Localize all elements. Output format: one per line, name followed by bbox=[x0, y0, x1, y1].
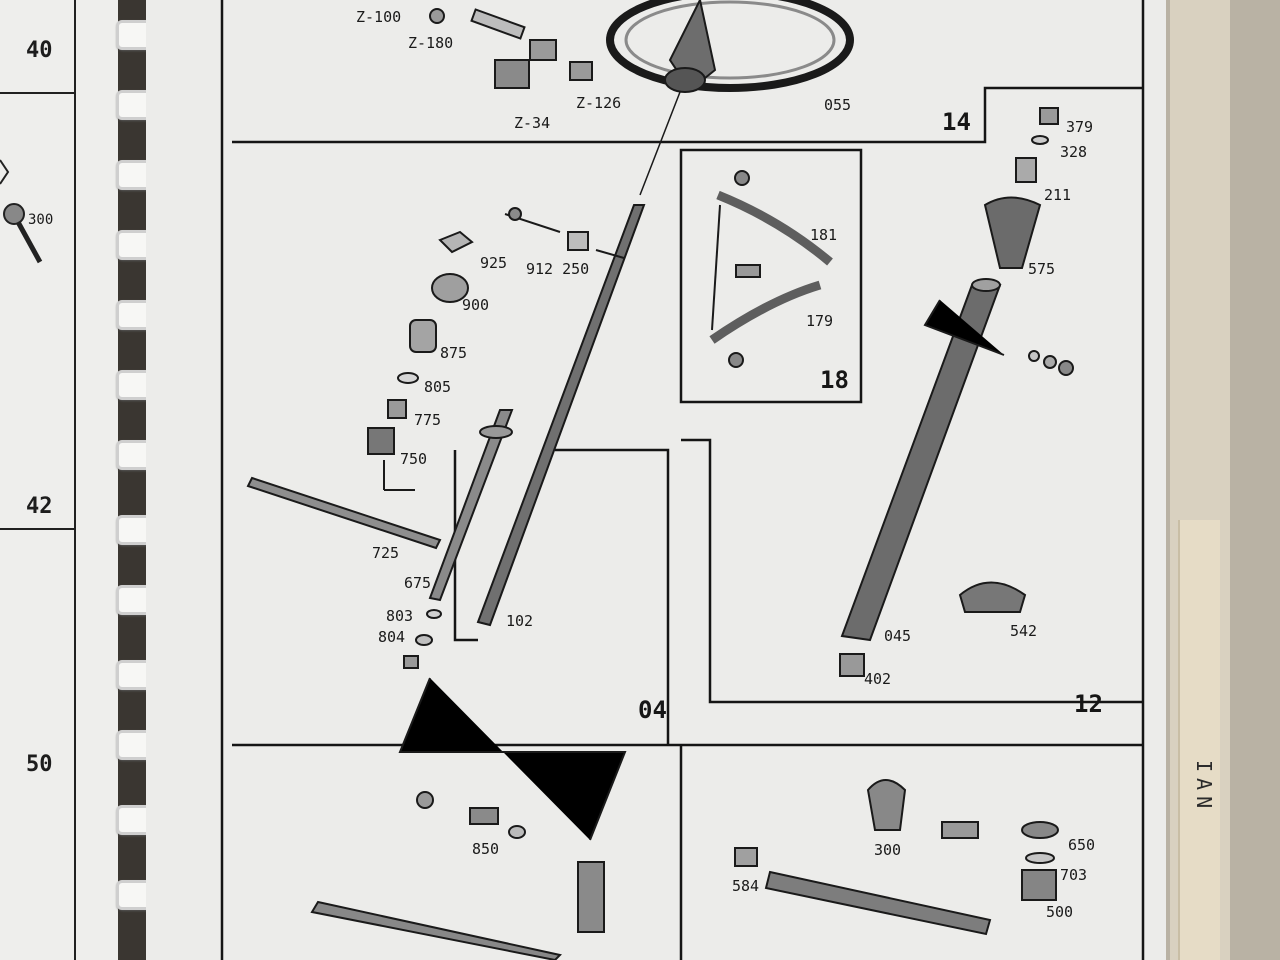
steering-wheel-drawing bbox=[606, 0, 854, 196]
part-label: 912 250 bbox=[526, 260, 590, 278]
left-callout-label: 300 bbox=[28, 212, 54, 228]
part-label: 750 bbox=[400, 450, 428, 468]
part-label: 402 bbox=[864, 670, 892, 688]
part-label: 211 bbox=[1044, 186, 1072, 204]
part-label: 775 bbox=[414, 411, 442, 429]
part-label: 850 bbox=[472, 840, 500, 858]
section-number-18: 18 bbox=[820, 366, 849, 394]
part-label: Z-34 bbox=[514, 114, 551, 132]
left-section-number: 40 bbox=[26, 38, 53, 63]
part-label: Z-100 bbox=[356, 8, 402, 26]
parts-catalog-page bbox=[146, 0, 1166, 960]
part-label: 500 bbox=[1046, 903, 1074, 921]
part-label: 584 bbox=[732, 877, 760, 895]
left-section-number: 42 bbox=[26, 494, 53, 519]
part-label: 328 bbox=[1060, 143, 1088, 161]
binder-tab bbox=[1178, 520, 1220, 960]
part-label: 542 bbox=[1010, 622, 1038, 640]
part-label: 055 bbox=[824, 96, 852, 114]
part-label: 725 bbox=[372, 544, 400, 562]
part-label: Z-180 bbox=[408, 34, 454, 52]
part-label: 181 bbox=[810, 226, 838, 244]
section-number-04: 04 bbox=[638, 696, 667, 724]
part-label: Z-126 bbox=[576, 94, 622, 112]
section-number-14: 14 bbox=[942, 108, 971, 136]
left-section-number: 50 bbox=[26, 752, 53, 777]
left-page-vertical-rule bbox=[74, 0, 76, 960]
part-label: 179 bbox=[806, 312, 834, 330]
part-label: 650 bbox=[1068, 836, 1096, 854]
part-label: 805 bbox=[424, 378, 452, 396]
part-label: 900 bbox=[462, 296, 490, 314]
part-label: 703 bbox=[1060, 866, 1088, 884]
left-page: 40 42 50 300 bbox=[0, 0, 118, 960]
section-number-12: 12 bbox=[1074, 690, 1103, 718]
part-label: 102 bbox=[506, 612, 534, 630]
part-label: 925 bbox=[480, 254, 508, 272]
part-label: 875 bbox=[440, 344, 468, 362]
left-page-screw-drawing bbox=[0, 159, 43, 264]
left-page-rule bbox=[0, 92, 76, 94]
part-label: 300 bbox=[874, 841, 902, 859]
binder-tab-text: IAN bbox=[1192, 760, 1216, 815]
part-label: 804 bbox=[378, 628, 406, 646]
part-label: 675 bbox=[404, 574, 432, 592]
part-label: 379 bbox=[1066, 118, 1094, 136]
left-page-rule bbox=[0, 528, 76, 530]
part-label: 803 bbox=[386, 607, 414, 625]
part-label: 045 bbox=[884, 627, 912, 645]
part-label: 575 bbox=[1028, 260, 1056, 278]
